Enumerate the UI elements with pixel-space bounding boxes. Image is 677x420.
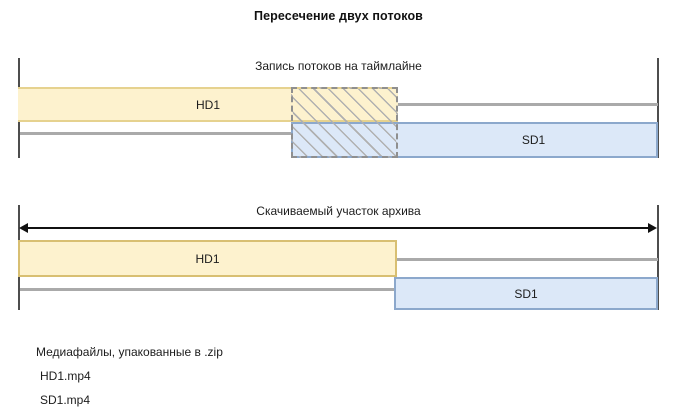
timeline-bar-hd1[interactable]: HD1 (18, 87, 398, 122)
archive-span-arrow-head-right (648, 223, 657, 233)
timeline-hd-track-line (397, 103, 658, 106)
archive-bar-sd1-label: SD1 (514, 286, 538, 301)
archive-span-arrow-shaft (24, 227, 653, 229)
section-archive-label: Скачиваемый участок архива (256, 204, 421, 218)
section-timeline-label: Запись потоков на таймлайне (255, 59, 422, 73)
diagram-title: Пересечение двух потоков (254, 9, 423, 23)
archive-bar-sd1[interactable]: SD1 (394, 277, 658, 310)
archive-hd-track-line (396, 258, 658, 261)
footer-file-sd1: SD1.mp4 (40, 393, 91, 407)
timeline-bar-sd1[interactable]: SD1 (291, 122, 658, 158)
timeline-end-tick (657, 58, 659, 158)
footer-heading: Медиафайлы, упакованные в .zip (36, 345, 223, 359)
timeline-bar-sd1-label: SD1 (521, 133, 546, 147)
footer-file-hd1: HD1.mp4 (40, 369, 91, 383)
archive-bar-hd1-label: HD1 (195, 251, 220, 266)
archive-bar-hd1[interactable]: HD1 (18, 240, 397, 277)
timeline-bar-hd1-label: HD1 (195, 97, 220, 112)
archive-span-arrow-head-left (19, 223, 28, 233)
archive-sd-track-line (20, 288, 395, 291)
archive-end-tick (657, 205, 659, 310)
timeline-sd-track-line (20, 132, 293, 135)
